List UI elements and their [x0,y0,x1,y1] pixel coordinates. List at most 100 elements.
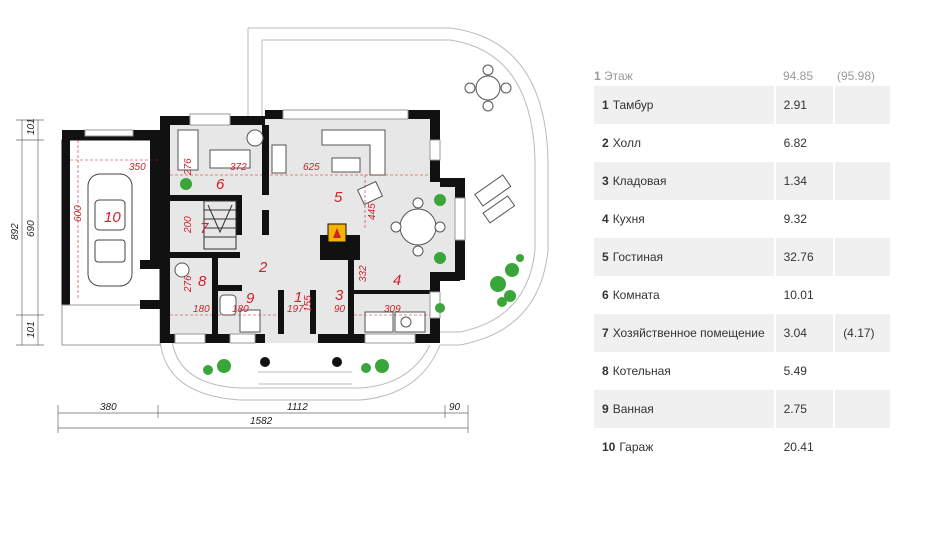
dim-text: 1582 [250,416,273,427]
dim-text: 600 [73,205,84,222]
room-area-alt-cell [835,276,890,314]
dim-text: 276 [183,158,194,176]
dim-text: 101 [26,118,37,135]
room-area-cell: 32.76 [775,238,834,276]
kitchen-units [364,311,426,333]
windows [174,109,466,344]
room-name: Холл [612,136,641,150]
floor-plan: 1 2 3 4 5 6 7 8 9 10 350 276 372 625 445… [10,27,549,433]
dim-text: 101 [26,321,37,338]
dim-text: 1112 [287,402,308,413]
dimension-lines [70,140,430,316]
room-name: Тамбур [612,98,654,112]
room-label: 6 [216,176,225,193]
dim-text: 309 [384,304,401,315]
dim-text: 625 [303,162,320,173]
room-number: 7 [602,326,609,340]
room-area-alt-cell: (4.17) [835,314,890,352]
room-area-alt-cell [835,162,890,200]
room-label: 5 [334,189,343,206]
room-number: 6 [602,288,609,302]
room-area-alt-cell [835,124,890,162]
bedroom-furniture [177,129,264,171]
room-area-alt-cell [835,352,890,390]
front-steps [159,339,441,401]
room-name: Гараж [619,440,654,454]
interior-walls [170,125,430,334]
dining-table-icon [390,197,446,257]
room-name: Хозяйственное помещение [612,326,765,340]
room-number: 8 [602,364,609,378]
room-labels: 1 2 3 4 5 6 7 8 9 10 [104,176,401,307]
room-number: 2 [602,136,609,150]
dim-text: 372 [230,162,247,173]
room-name: Комната [612,288,660,302]
dim-text: 690 [26,220,37,237]
room-area-alt-cell [835,428,890,466]
room-area-cell: 20.41 [783,440,814,454]
dim-text: 276 [183,275,194,293]
inner-dimensions: 350 276 372 625 445 600 200 276 180 180 … [73,158,401,315]
sofa-icon [271,129,386,206]
dim-text: 200 [183,216,194,234]
room-name: Кладовая [612,174,667,188]
outer-dimension-lines [16,119,469,433]
staircase [203,200,237,250]
room-area-alt-cell [835,200,890,238]
dim-text: 332 [358,265,369,282]
room-label: 3 [335,287,344,304]
dim-text: 197 [287,304,304,315]
garden-plants [490,254,524,307]
room-area-alt-cell [835,86,890,124]
car-icon [87,173,133,287]
fireplace-icon [327,223,347,243]
total-area: 94.85 [783,69,814,83]
dim-text: 445 [367,203,378,220]
room-number: 10 [602,440,616,454]
room-name: Гостиная [612,250,664,264]
room-label: 8 [198,273,207,290]
room-name: Кухня [612,212,645,226]
room-area-cell: 6.82 [783,136,807,150]
room-label: 9 [246,290,255,307]
room-label: 2 [258,259,268,276]
room-label: 1 [294,289,302,306]
outer-dimensions: 101 690 892 101 380 1112 90 1582 [10,118,461,427]
room-area-alt-cell [835,238,890,276]
dim-text: 155 [303,295,314,312]
total-area-alt: (95.98) [837,69,876,83]
room-number: 3 [602,174,609,188]
dim-text: 380 [100,402,117,413]
room-area-cell: 10.01 [783,288,814,302]
room-area-cell: 1.34 [775,162,834,200]
entrance-lamps [260,357,342,367]
dim-text: 180 [193,304,210,315]
dim-text: 90 [449,402,461,413]
room-number: 9 [602,402,609,416]
dim-text: 350 [129,162,146,173]
room-area-cell: 2.75 [775,390,834,428]
room-label: 7 [200,220,209,237]
dim-text: 892 [10,223,21,240]
sunbed-icon [474,174,516,224]
dim-text: 180 [232,304,249,315]
dim-text: 90 [334,304,346,315]
room-label: 4 [393,272,401,289]
